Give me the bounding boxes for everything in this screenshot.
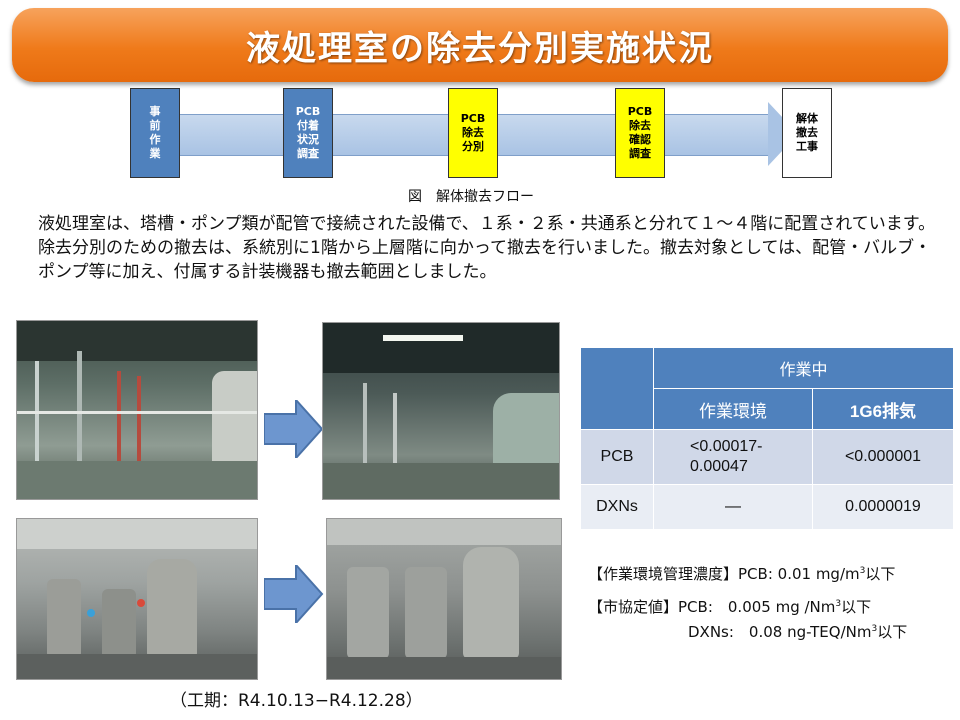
city-standard-label: 【市協定値】	[588, 598, 679, 616]
regulation-notes: 【作業環境管理濃度】PCB: 0.01 mg/m3以下 【市協定値】PCB: 0…	[588, 560, 907, 643]
description: 液処理室は、塔槽・ポンプ類が配管で接続された設備で、１系・２系・共通系と分れて１…	[38, 212, 938, 284]
table-cell-env: <0.00017- 0.00047	[653, 429, 813, 485]
env-standard-sup: 3	[859, 566, 866, 576]
flow-step-pre-work: 事 前 作 業	[130, 88, 180, 178]
env-standard-value: PCB: 0.01 mg/m	[738, 565, 860, 583]
city-standard-line: 【市協定値】PCB: 0.005 mg /Nm3以下	[588, 593, 907, 618]
city-standard-pcb: PCB: 0.005 mg /Nm	[678, 598, 836, 616]
table-cell-name: DXNs	[580, 484, 654, 530]
city-standard-pcb-sup: 3	[835, 599, 842, 609]
env-standard-suffix: 以下	[865, 565, 896, 583]
table-cell-env: ―	[653, 484, 813, 530]
city-standard-dxn: DXNs: 0.08 ng-TEQ/Nm	[688, 623, 872, 641]
title-banner: 液処理室の除去分別実施状況	[12, 8, 948, 82]
flow-step-pcb-removal: PCB 除去 分別	[448, 88, 498, 178]
table-col-env: 作業環境	[653, 388, 813, 430]
city-standard-dxn-sup: 3	[871, 624, 878, 634]
photo-before-1	[16, 320, 258, 500]
city-standard-dxn-line: DXNs: 0.08 ng-TEQ/Nm3以下	[588, 618, 907, 643]
construction-period: （工期：R4.10.13−R4.12.28）	[170, 691, 423, 711]
flow-caption: 図 解体撤去フロー	[408, 189, 534, 205]
city-standard-pcb-suffix: 以下	[841, 598, 872, 616]
flow-step-pcb-confirm: PCB 除去 確認 調査	[615, 88, 665, 178]
photo-after-1	[322, 322, 560, 500]
table-row: DXNs ― 0.0000019	[580, 484, 954, 530]
table-cell-exhaust: <0.000001	[812, 429, 954, 485]
env-standard-label: 【作業環境管理濃度】	[588, 565, 739, 583]
flow-step-demolition: 解体 撤去 工事	[782, 88, 832, 178]
description-line-2: 除去分別のための撤去は、系統別に1階から上層階に向かって撤去を行いました。撤去対…	[38, 238, 932, 282]
description-line-1: 液処理室は、塔槽・ポンプ類が配管で接続された設備で、１系・２系・共通系と分れて１…	[38, 214, 936, 234]
table-row: PCB <0.00017- 0.00047 <0.000001	[580, 429, 954, 485]
photo-before-2	[16, 518, 258, 680]
table-corner	[580, 347, 654, 430]
table-group-header: 作業中	[653, 347, 954, 389]
table-col-exhaust: 1G6排気	[812, 388, 954, 430]
flow-step-pcb-survey: PCB 付着 状況 調査	[283, 88, 333, 178]
measurement-table: 作業中 作業環境 1G6排気 PCB <0.00017- 0.00047 <0.…	[580, 347, 954, 530]
arrow-right-icon	[264, 565, 324, 623]
table-cell-exhaust: 0.0000019	[812, 484, 954, 530]
env-standard-line: 【作業環境管理濃度】PCB: 0.01 mg/m3以下	[588, 560, 907, 585]
table-cell-name: PCB	[580, 429, 654, 485]
page-title: 液処理室の除去分別実施状況	[246, 28, 714, 69]
city-standard-dxn-suffix: 以下	[877, 623, 908, 641]
arrow-right-icon	[264, 400, 324, 458]
photo-after-2	[326, 518, 562, 680]
dismantling-flow: 事 前 作 業 PCB 付着 状況 調査 PCB 除去 分別 PCB 除去 確認…	[130, 88, 840, 180]
